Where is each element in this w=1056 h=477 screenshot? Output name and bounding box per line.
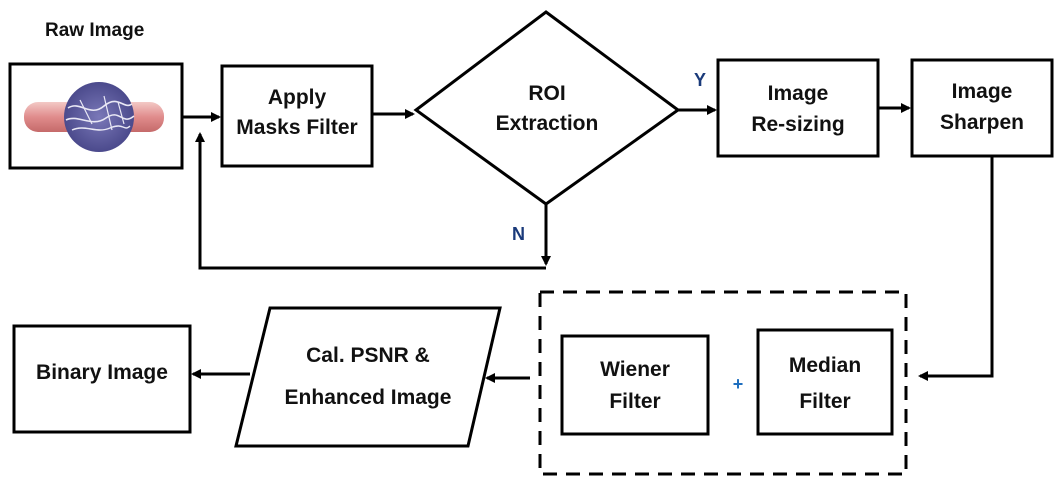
wiener-line2: Filter — [609, 390, 660, 413]
roi-line1: ROI — [528, 82, 565, 105]
edge-no-loop-back — [195, 132, 546, 270]
binary-image-node: Binary Image — [12, 324, 192, 434]
image-sharpen-line1: Image — [952, 80, 1013, 103]
finger-vein-image — [24, 82, 164, 152]
image-sharpen-node: Image Sharpen — [910, 58, 1054, 158]
roi-extraction-decision: ROI Extraction — [413, 10, 681, 206]
median-line1: Median — [789, 354, 861, 377]
median-line2: Filter — [799, 390, 850, 413]
image-resizing-node: Image Re-sizing — [716, 58, 880, 158]
wiener-filter-node: Wiener Filter — [560, 334, 710, 436]
image-resizing-line1: Image — [768, 82, 829, 105]
image-sharpen-line2: Sharpen — [940, 111, 1024, 134]
binary-image-label: Binary Image — [36, 361, 168, 384]
plus-sign: + — [733, 374, 744, 394]
cal-psnr-line1: Cal. PSNR & — [306, 344, 430, 367]
median-filter-node: Median Filter — [756, 328, 894, 436]
wiener-line1: Wiener — [600, 358, 670, 381]
no-label: N — [512, 224, 525, 244]
raw-image-label: Raw Image — [45, 20, 144, 41]
image-resizing-line2: Re-sizing — [751, 113, 844, 136]
apply-masks-filter-node: Apply Masks Filter — [220, 64, 374, 168]
cal-psnr-line2: Enhanced Image — [285, 386, 452, 409]
apply-masks-line2: Masks Filter — [236, 116, 357, 139]
raw-image-node — [8, 62, 184, 170]
apply-masks-line1: Apply — [268, 86, 327, 109]
cal-psnr-node: Cal. PSNR & Enhanced Image — [234, 306, 502, 448]
edge-sharpen-to-median — [918, 156, 994, 381]
yes-label: Y — [694, 70, 706, 90]
roi-line2: Extraction — [496, 112, 599, 135]
